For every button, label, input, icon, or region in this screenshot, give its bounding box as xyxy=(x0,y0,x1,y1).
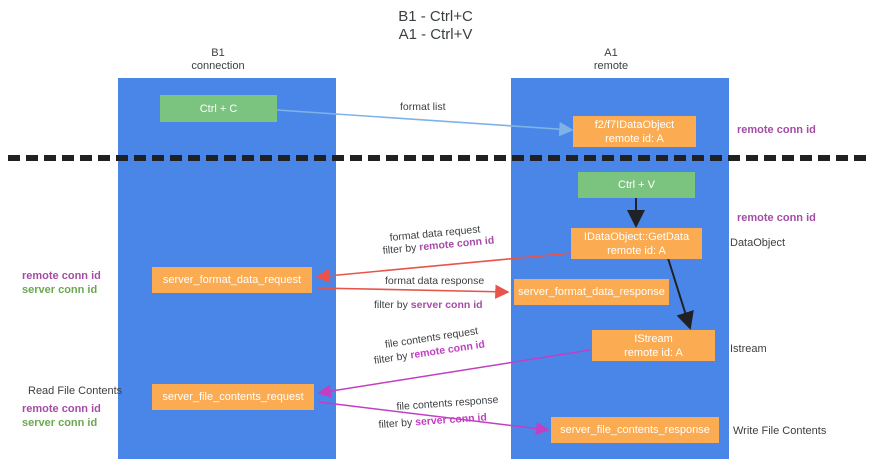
annotation-left-remote-conn-id: remote conn id xyxy=(22,270,101,282)
edge-label-file-contents-response-filter: filter by server conn id xyxy=(378,410,487,432)
phase-separator-divider xyxy=(8,155,866,161)
node-idataobject-sub: remote id: A xyxy=(605,132,664,145)
node-server-file-contents-response[interactable]: server_file_contents_response xyxy=(551,417,719,443)
filter-key-server-conn-id: server conn id xyxy=(410,299,483,311)
node-idataobject[interactable]: f2/f7IDataObject remote id: A xyxy=(573,116,696,147)
annotation-remote-conn-id-top: remote conn id xyxy=(737,124,816,136)
node-istream-label: IStream xyxy=(634,332,673,345)
node-ctrl-v[interactable]: Ctrl + V xyxy=(578,172,695,198)
node-ctrl-c[interactable]: Ctrl + C xyxy=(160,95,277,122)
column-header-a1: A1 remote xyxy=(511,47,711,73)
node-istream[interactable]: IStream remote id: A xyxy=(592,330,715,361)
filter-prefix: filter by xyxy=(378,416,416,431)
node-server-format-data-response[interactable]: server_format_data_response xyxy=(514,279,669,305)
filter-prefix: filter by xyxy=(374,299,411,311)
node-idataobject-getdata-sub: remote id: A xyxy=(607,244,666,257)
edge-label-format-data-response: format data response xyxy=(385,275,485,287)
node-idataobject-getdata-label: IDataObject::GetData xyxy=(583,230,690,243)
node-server-file-contents-request[interactable]: server_file_contents_request xyxy=(152,384,314,410)
annotation-write-file-contents: Write File Contents xyxy=(733,425,827,437)
annotation-read-file-contents: Read File Contents xyxy=(28,385,123,397)
filter-key-server-conn-id: server conn id xyxy=(414,411,488,429)
annotation-left-server-conn-id-2: server conn id xyxy=(22,417,98,429)
edge-label-format-data-response-filter: filter by server conn id xyxy=(374,298,483,312)
filter-prefix: filter by xyxy=(382,241,420,257)
node-idataobject-getdata[interactable]: IDataObject::GetData remote id: A xyxy=(571,228,702,259)
node-idataobject-label: f2/f7IDataObject xyxy=(594,118,675,131)
node-server-file-contents-response-label: server_file_contents_response xyxy=(560,424,710,436)
annotation-left-remote-conn-id-2: remote conn id xyxy=(22,403,101,415)
column-header-b1-name: B1 xyxy=(211,47,225,59)
column-header-a1-name: A1 xyxy=(604,47,618,59)
node-server-format-data-request[interactable]: server_format_data_request xyxy=(152,267,312,293)
node-ctrl-v-label: Ctrl + V xyxy=(618,179,655,191)
connector-format-data-response xyxy=(316,284,510,299)
node-istream-sub: remote id: A xyxy=(624,346,683,359)
annotation-dataobject: DataObject xyxy=(730,237,786,249)
edge-label-format-list: format list xyxy=(400,101,446,113)
annotation-istream: Istream xyxy=(730,343,767,355)
column-header-b1: B1 connection xyxy=(118,47,318,73)
node-server-format-data-request-label: server_format_data_request xyxy=(162,274,302,286)
filter-prefix: filter by xyxy=(373,349,412,367)
annotation-remote-conn-id-mid: remote conn id xyxy=(737,212,816,224)
node-server-file-contents-request-label: server_file_contents_request xyxy=(162,391,304,403)
column-header-b1-sub: connection xyxy=(191,60,245,72)
column-header-a1-sub: remote xyxy=(593,60,629,72)
node-ctrl-c-label: Ctrl + C xyxy=(199,102,238,115)
page-title-line-1: B1 - Ctrl+C xyxy=(398,8,473,25)
node-server-format-data-response-label: server_format_data_response xyxy=(518,286,665,298)
annotation-left-server-conn-id: server conn id xyxy=(22,284,98,296)
page-title-line-2: A1 - Ctrl+V xyxy=(398,26,473,43)
